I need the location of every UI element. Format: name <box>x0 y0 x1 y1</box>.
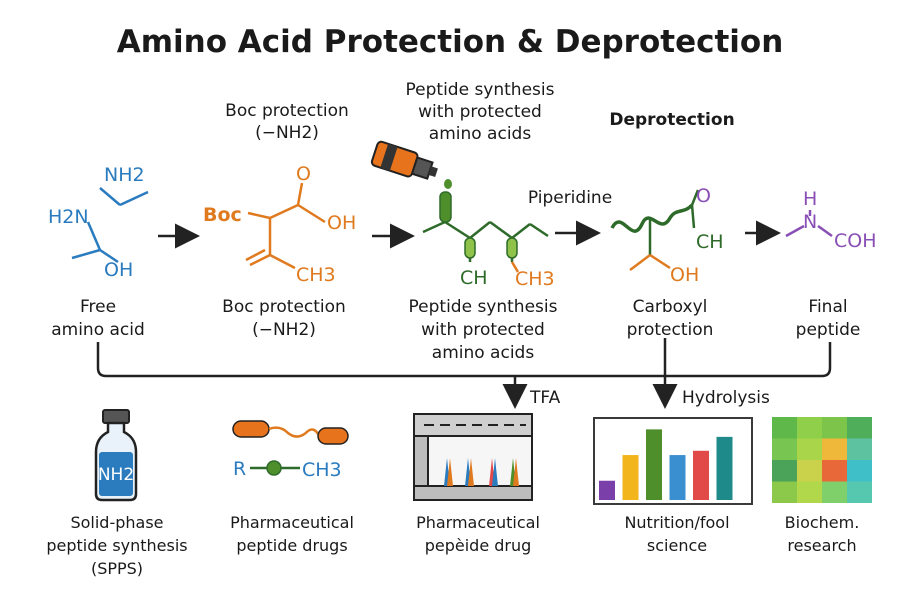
heatmap-cell <box>797 460 822 482</box>
chromatography-icon <box>413 413 533 501</box>
heatmap-cell <box>822 438 847 460</box>
bar-5 <box>693 450 709 500</box>
bar-6 <box>716 436 733 500</box>
boc-oh-label: OH <box>327 212 356 234</box>
tfa-label: TFA <box>529 388 561 408</box>
vial-icon <box>94 409 138 502</box>
boc-top-label-1: Boc protection <box>225 101 349 121</box>
app-2-caption-2: peptide drugs <box>236 536 347 555</box>
stage-3-caption-2: with protected <box>421 320 545 340</box>
heatmap-cell <box>847 460 872 482</box>
stage-5-caption-1: Final <box>808 297 847 317</box>
peptide-top-label-1: Peptide synthesis <box>406 80 555 100</box>
piperidine-label: Piperidine <box>528 188 612 208</box>
peptide-ch3-bond <box>510 261 520 273</box>
app-5-caption-1: Biochem. <box>785 513 860 532</box>
ch3-group-label: CH3 <box>302 459 342 481</box>
heatmap-cell <box>797 481 822 503</box>
peptide-ch3-label: CH3 <box>515 268 555 290</box>
r-group-label: R <box>233 458 246 480</box>
free-amino-acid-structure <box>71 187 149 264</box>
heatmap-cell <box>847 481 872 503</box>
boc-group-label: Boc <box>203 204 242 226</box>
carboxyl-side-chain <box>629 253 671 271</box>
final-peptide-structure <box>785 210 833 238</box>
carboxyl-chain-wave <box>610 203 694 233</box>
peptide-chain-structure <box>422 220 549 262</box>
connector-bracket <box>96 342 832 378</box>
bar-1 <box>599 480 615 500</box>
page-title: Amino Acid Protection & Deprotection <box>117 24 784 60</box>
heatmap-cell <box>797 438 822 460</box>
chromatography-peak <box>468 458 474 486</box>
bar-chart-bars <box>599 429 733 500</box>
chromatography-peak <box>513 458 519 486</box>
deprotection-label: Deprotection <box>609 110 734 130</box>
stage-2-caption-1: Boc protection <box>222 297 346 317</box>
carboxyl-oh-label: OH <box>670 264 699 286</box>
pharma-molecule-icon <box>232 420 349 476</box>
peptide-ch-label: CH <box>460 267 488 289</box>
boc-protected-structure <box>245 182 326 270</box>
heatmap-cell <box>822 417 847 439</box>
protecting-group-3 <box>506 237 518 259</box>
heatmap-cell <box>772 481 797 503</box>
stage-3-caption-3: amino acids <box>432 343 535 363</box>
stage-3-caption-1: Peptide synthesis <box>409 297 558 317</box>
stage-5-caption-2: peptide <box>796 320 861 340</box>
vial-label: NH2 <box>98 465 134 485</box>
protecting-group-1 <box>439 191 452 223</box>
bar-2 <box>622 455 639 500</box>
bar-4 <box>669 455 686 500</box>
app-4-caption-1: Nutrition/fool <box>624 513 729 532</box>
heatmap-cell <box>772 438 797 460</box>
reagent-bottle-icon <box>370 140 438 180</box>
final-n-label: N <box>803 211 817 233</box>
boc-ch3-label: CH3 <box>296 264 336 286</box>
peptide-top-label-2: with protected <box>418 102 542 122</box>
stage-1-caption-2: amino acid <box>51 320 145 340</box>
hydrolysis-label: Hydrolysis <box>682 388 770 408</box>
final-coh-label: COH <box>834 230 877 252</box>
protecting-group-2 <box>464 237 476 259</box>
app-3-caption-2: pepèide drug <box>425 536 532 555</box>
reagent-drop <box>444 179 452 189</box>
carboxyl-o-label: O <box>696 185 711 207</box>
app-4-caption-2: science <box>647 536 707 555</box>
free-h2n-label: H2N <box>48 206 89 228</box>
stage-4-caption-2: protection <box>627 320 714 340</box>
free-nh2-label: NH2 <box>104 164 145 186</box>
heatmap-cell <box>772 460 797 482</box>
heatmap-cell <box>847 438 872 460</box>
chromatography-peaks <box>444 458 519 486</box>
heatmap-cell <box>772 417 797 439</box>
app-1-caption-3: (SPPS) <box>91 559 143 578</box>
stage-1-caption-1: Free <box>80 297 116 317</box>
bar-3 <box>646 429 662 500</box>
boc-top-label-2: (−NH2) <box>255 123 319 143</box>
app-1-caption-2: peptide synthesis <box>46 536 187 555</box>
chromatography-peak <box>492 458 498 486</box>
app-1-caption-1: Solid-phase <box>70 513 163 532</box>
app-3-caption-1: Pharmaceutical <box>416 513 540 532</box>
app-2-caption-1: Pharmaceutical <box>230 513 354 532</box>
stage-4-caption-1: Carboxyl <box>633 297 708 317</box>
carboxyl-structure <box>648 189 700 255</box>
app-5-caption-2: research <box>787 536 856 555</box>
chromatography-peak <box>447 458 453 486</box>
heatmap-cell <box>822 460 847 482</box>
final-h-label: H <box>803 188 817 210</box>
free-oh-label: OH <box>104 259 133 281</box>
heatmap-cell <box>847 417 872 439</box>
stage-2-caption-2: (−NH2) <box>252 320 316 340</box>
heatmap-cell <box>797 417 822 439</box>
peptide-top-label-3: amino acids <box>429 124 532 144</box>
biochem-heatmap <box>772 417 872 503</box>
boc-o-label: O <box>296 163 311 185</box>
carboxyl-ch-label: CH <box>696 231 724 253</box>
heatmap-cell <box>822 481 847 503</box>
